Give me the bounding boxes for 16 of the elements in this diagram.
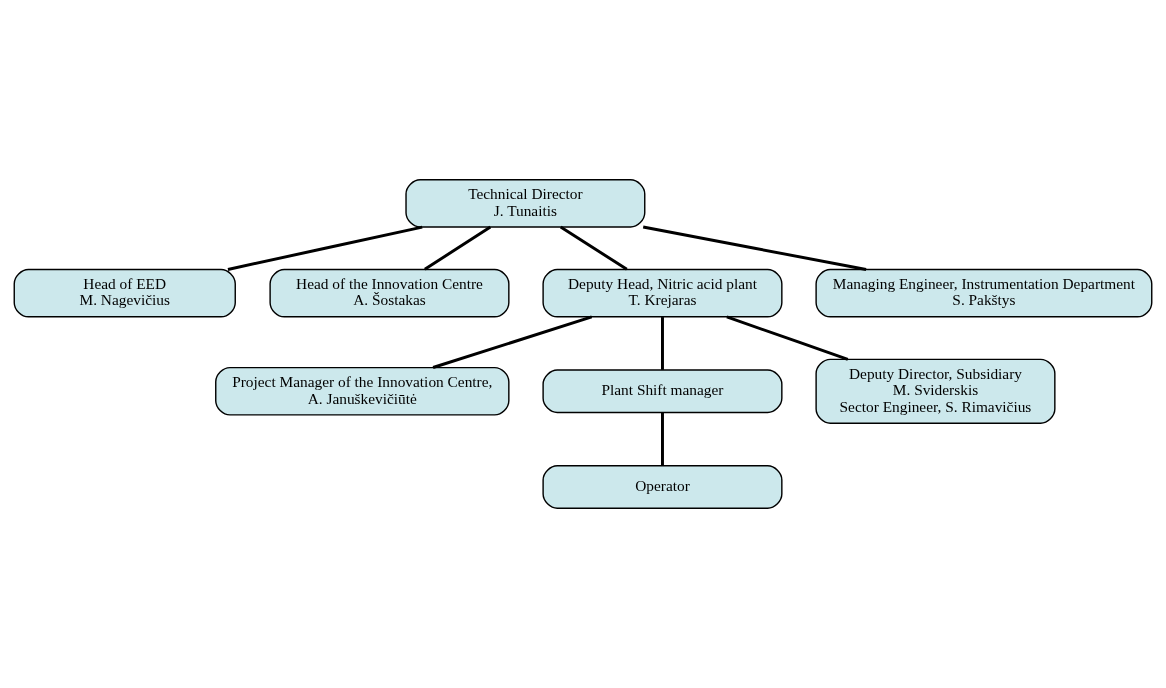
connector (559, 225, 628, 271)
connector (661, 317, 664, 370)
node-box: Head of the Innovation Centre A. Šostakas (269, 268, 510, 318)
node-box: Deputy Director, Subsidiary M. Sviderskis Sector Engineer, S. Rimavičius (815, 358, 1056, 424)
node-box: Plant Shift manager (542, 369, 783, 414)
connector (661, 412, 664, 466)
node-box: Project Manager of the Innovation Centre, A. Januškevičiūtė (215, 366, 510, 416)
connector (726, 315, 849, 361)
node-box: Deputy Head, Nitric acid plant T. Krejaras (542, 268, 783, 318)
connector (227, 225, 423, 271)
connector (424, 225, 492, 271)
node-box: Operator (542, 465, 783, 509)
node-box: Technical Director J. Tunaitis (405, 179, 646, 228)
connector (432, 315, 593, 369)
node-box: Head of EED M. Nagevičius (13, 268, 236, 318)
node-box: Managing Engineer, Instrumentation Department S. Pakštys (815, 268, 1153, 318)
